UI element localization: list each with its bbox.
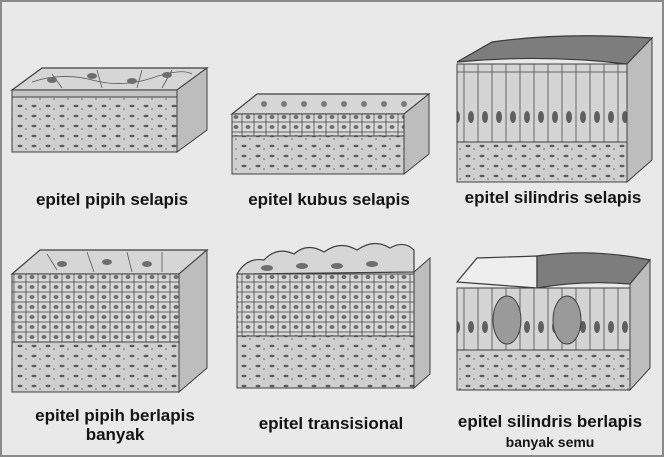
label-epitel-silindris-selapis: epitel silindris selapis — [444, 188, 662, 207]
simple-columnar-epithelium-icon — [457, 36, 652, 182]
label-epitel-pipih-selapis: epitel pipih selapis — [12, 190, 212, 209]
pseudostratified-columnar-epithelium-icon — [457, 253, 650, 390]
label-epitel-silindris-berlapis: epitel silindris berlapis — [438, 412, 662, 431]
stratified-squamous-epithelium-icon — [12, 250, 207, 392]
label-epitel-silindris-berlapis-line2: banyak semu — [438, 434, 662, 450]
simple-squamous-epithelium-icon — [12, 68, 207, 152]
label-epitel-pipih-berlapis: epitel pipih berlapis — [10, 406, 220, 425]
label-epitel-transisional: epitel transisional — [236, 414, 426, 433]
transitional-epithelium-icon — [237, 243, 430, 388]
label-epitel-kubus-selapis: epitel kubus selapis — [224, 190, 434, 209]
label-epitel-pipih-berlapis-line2: banyak — [10, 425, 220, 444]
simple-cuboidal-epithelium-icon — [232, 94, 429, 174]
